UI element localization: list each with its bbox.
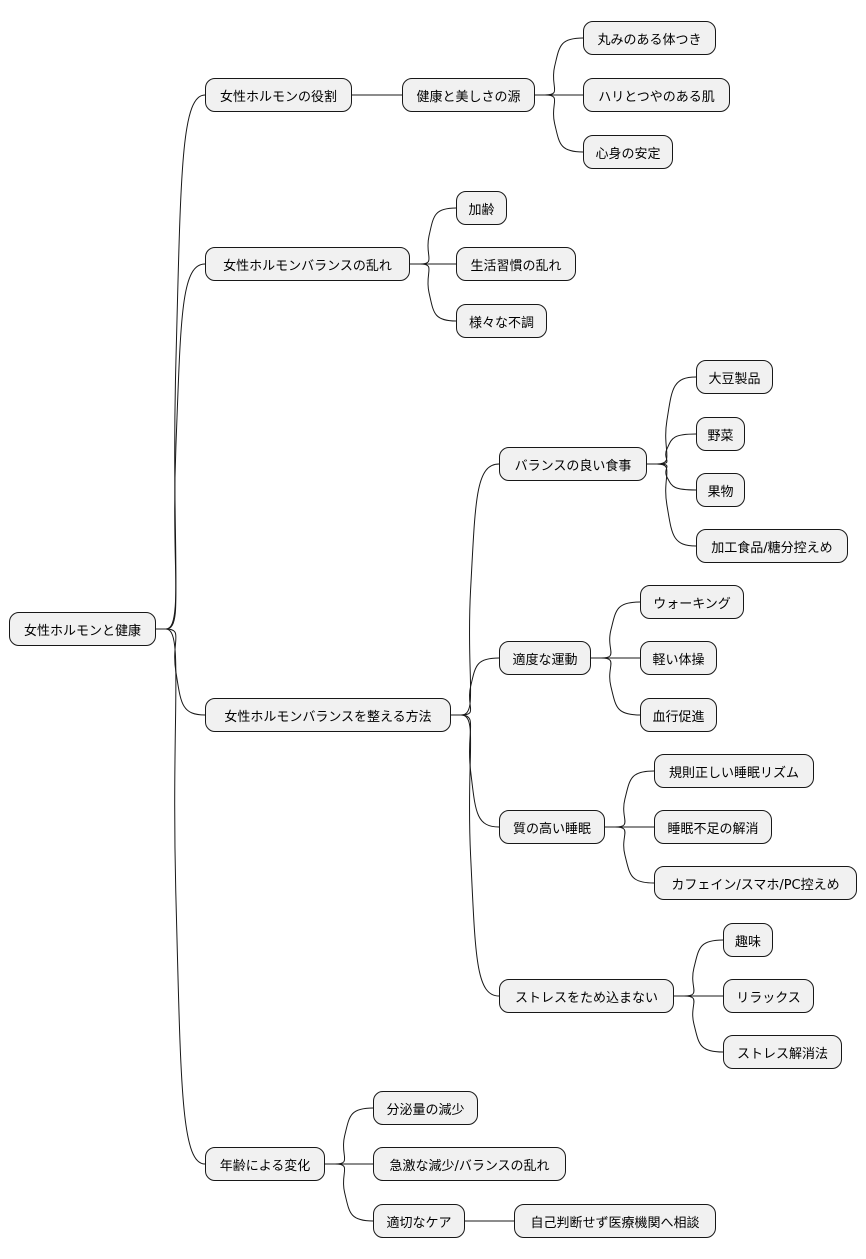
leaf-node: 野菜 <box>696 417 745 451</box>
connector-line <box>451 657 500 716</box>
leaf-node: 果物 <box>696 473 745 507</box>
leaf-node: 加工食品/糖分控えめ <box>696 529 848 563</box>
leaf-node: 急激な減少/バランスの乱れ <box>373 1147 566 1181</box>
connector-line <box>325 1107 374 1165</box>
branch-node-balance-methods: 女性ホルモンバランスを整える方法 <box>205 698 451 732</box>
leaf-node: リラックス <box>723 979 814 1013</box>
leaf-node: 自己判断せず医療機関へ相談 <box>514 1204 716 1238</box>
node-quality-sleep: 質の高い睡眠 <box>499 810 605 844</box>
connector-line <box>647 376 697 465</box>
connector-line <box>591 657 641 716</box>
connector-line <box>674 939 724 997</box>
branch-node-hormone-role: 女性ホルモンの役割 <box>205 78 352 112</box>
leaf-node: ハリとつやのある肌 <box>583 78 730 112</box>
leaf-node: 大豆製品 <box>696 360 773 394</box>
leaf-node: 生活習慣の乱れ <box>456 247 576 281</box>
connector-line <box>535 94 584 153</box>
connector-line <box>647 463 697 491</box>
leaf-node: 丸みのある体つき <box>583 21 716 55</box>
connector-line <box>410 263 457 322</box>
leaf-node: 睡眠不足の解消 <box>654 810 772 844</box>
leaf-node: 規則正しい睡眠リズム <box>654 754 814 788</box>
connector-line <box>156 628 206 1165</box>
leaf-node: ストレス解消法 <box>723 1035 842 1069</box>
branch-node-hormone-imbalance: 女性ホルモンバランスの乱れ <box>205 247 410 281</box>
connector-line <box>410 207 457 265</box>
connector-line <box>451 714 500 997</box>
node-stress-management: ストレスをため込まない <box>499 979 674 1013</box>
leaf-node: 血行促進 <box>640 698 717 732</box>
connector-line <box>674 995 724 1053</box>
connector-line <box>156 628 206 716</box>
leaf-node: 軽い体操 <box>640 641 717 675</box>
leaf-node: 様々な不調 <box>456 304 547 338</box>
connector-line <box>325 1163 374 1222</box>
leaf-node: 分泌量の減少 <box>373 1091 478 1125</box>
connector-line <box>605 826 655 884</box>
leaf-node: 趣味 <box>723 923 773 957</box>
root-node: 女性ホルモンと健康 <box>9 612 156 646</box>
connector-line <box>156 263 206 630</box>
connector-line <box>605 770 655 828</box>
leaf-node: カフェイン/スマホ/PC控えめ <box>654 866 857 900</box>
connector-line <box>156 94 206 630</box>
branch-node-age-changes: 年齢による変化 <box>205 1147 325 1181</box>
leaf-node: 心身の安定 <box>583 135 673 169</box>
node-appropriate-care: 適切なケア <box>373 1204 465 1238</box>
connector-line <box>647 463 697 547</box>
node-balanced-diet: バランスの良い食事 <box>499 447 647 481</box>
leaf-node: ウォーキング <box>640 585 744 619</box>
connector-line <box>451 463 500 716</box>
node-moderate-exercise: 適度な運動 <box>499 641 591 675</box>
node-health-beauty-source: 健康と美しさの源 <box>402 78 535 112</box>
connector-line <box>535 37 584 96</box>
connector-line <box>647 433 697 465</box>
leaf-node: 加齢 <box>456 191 507 225</box>
connector-line <box>451 714 500 828</box>
connector-line <box>591 601 641 659</box>
